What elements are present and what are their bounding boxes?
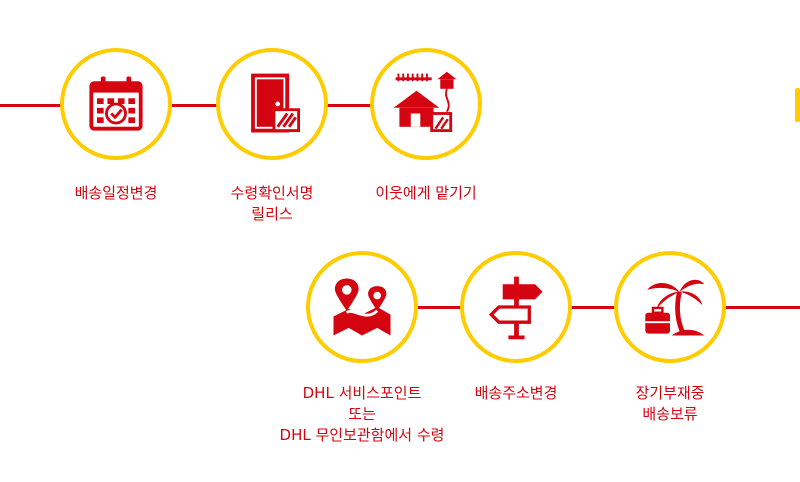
neighbor-house-icon xyxy=(393,71,457,133)
label-change-address: 배송주소변경 xyxy=(474,384,558,402)
palm-tree-suitcase-icon xyxy=(645,279,705,336)
calendar-check-icon xyxy=(89,76,143,131)
signpost-icon xyxy=(488,276,543,340)
option-leave-with-neighbor[interactable] xyxy=(370,48,482,160)
label-leave-with-neighbor: 이웃에게 맡기기 xyxy=(375,184,477,202)
label-signature-release: 수령확인서명 릴리스 xyxy=(230,184,314,223)
label-pickup-servicepoint: DHL 서비스포인트 또는 DHL 무인보관함에서 수령 xyxy=(279,384,445,444)
option-pickup-servicepoint[interactable] xyxy=(306,251,418,363)
door-package-icon xyxy=(251,73,301,133)
option-change-address[interactable] xyxy=(460,251,572,363)
label-reschedule-delivery: 배송일정변경 xyxy=(74,184,158,202)
option-signature-release[interactable] xyxy=(216,48,328,160)
edge-accent xyxy=(795,88,800,122)
timeline-line-top xyxy=(0,104,430,107)
option-vacation-hold[interactable] xyxy=(614,251,726,363)
option-reschedule-delivery[interactable] xyxy=(60,48,172,160)
label-vacation-hold: 장기부재중 배송보류 xyxy=(635,384,705,423)
map-pin-route-icon xyxy=(333,278,391,336)
